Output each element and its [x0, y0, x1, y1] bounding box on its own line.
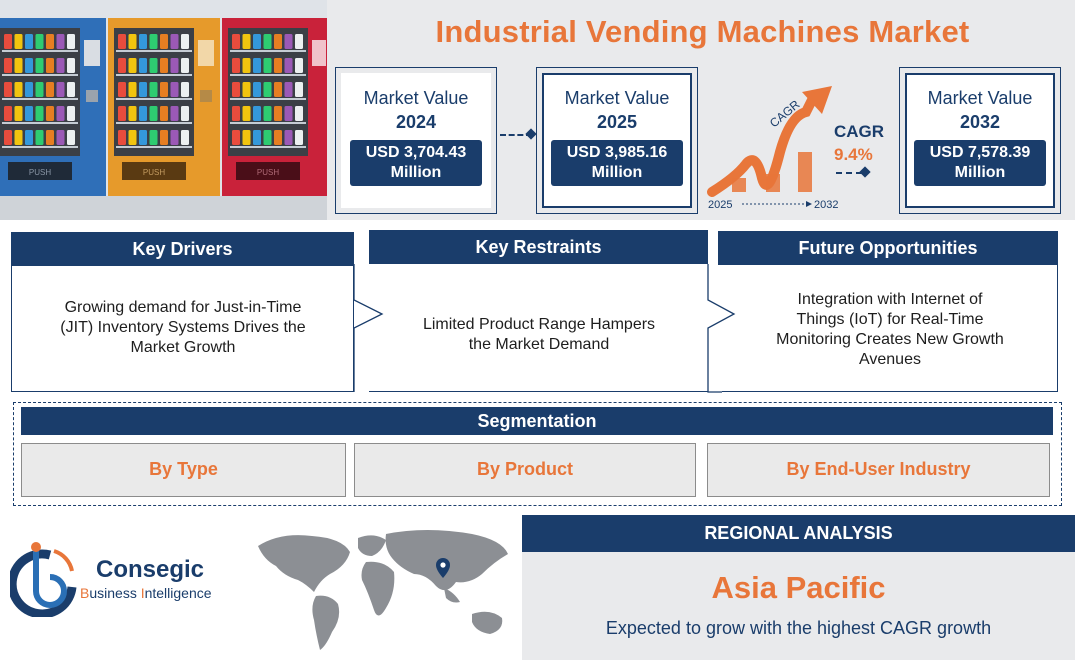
cagr-end-year: 2032 — [814, 199, 838, 211]
key-drivers-box — [11, 266, 354, 392]
key-restraints-heading: Key Restraints — [369, 230, 708, 264]
market-value-card-2025: Market Value 2025 USD 3,985.16 Million — [536, 67, 698, 214]
market-value-amount: USD 3,985.16 Million — [551, 140, 683, 186]
brand-name: Consegic — [96, 556, 205, 583]
market-value-label: Market Value 2025 — [564, 88, 670, 132]
market-value-label: Market Value 2024 — [363, 88, 469, 132]
timeline-connector — [500, 134, 532, 136]
cagr-start-year: 2025 — [708, 199, 732, 211]
segment-by-product[interactable]: By Product — [354, 443, 696, 497]
chevron-separator-icon — [707, 264, 736, 393]
market-value-card-2024: Market Value 2024 USD 3,704.43 Million — [335, 67, 497, 214]
push-label: PUSH — [143, 168, 165, 177]
segment-by-end-user-industry[interactable]: By End-User Industry — [707, 443, 1050, 497]
push-label: PUSH — [29, 168, 51, 177]
chevron-separator-icon — [353, 264, 384, 392]
cagr-connector — [836, 172, 862, 174]
future-opportunities-text: Integration with Internet of Things (IoT… — [776, 291, 1004, 368]
region-description: Expected to grow with the highest CAGR g… — [605, 618, 992, 638]
region-name: Asia Pacific — [711, 570, 886, 605]
push-label: PUSH — [257, 168, 279, 177]
page-title: Industrial Vending Machines Market — [435, 14, 970, 49]
future-opportunities-heading: Future Opportunities — [718, 231, 1058, 265]
future-opportunities-box — [722, 265, 1058, 392]
consegic-logo — [7, 541, 78, 619]
cagr-value: 9.4% — [834, 145, 873, 164]
growth-arrow-icon: CAGR 2025 2032 — [706, 82, 842, 214]
regional-analysis-panel — [522, 552, 1075, 660]
key-restraints-text: Limited Product Range Hampers the Market… — [422, 316, 656, 353]
world-map-icon — [250, 522, 520, 654]
market-value-amount: USD 7,578.39 Million — [914, 140, 1046, 186]
vending-machines-illustration: PUSH PUSH PUSH — [0, 0, 327, 220]
regional-analysis-heading: REGIONAL ANALYSIS — [522, 515, 1075, 552]
key-drivers-text: Growing demand for Just-in-Time (JIT) In… — [60, 299, 306, 356]
location-pin-icon — [436, 558, 450, 578]
brand-tagline: Business Intelligence — [80, 585, 212, 601]
key-restraints-box — [369, 264, 708, 392]
market-value-label: Market Value 2032 — [927, 88, 1033, 132]
cagr-title: CAGR — [834, 122, 885, 141]
market-value-amount: USD 3,704.43 Million — [350, 140, 482, 186]
segmentation-frame — [13, 402, 1062, 506]
segmentation-heading: Segmentation — [21, 407, 1053, 435]
key-drivers-heading: Key Drivers — [11, 232, 354, 266]
segment-by-type[interactable]: By Type — [21, 443, 346, 497]
market-value-card-2032: Market Value 2032 USD 7,578.39 Million — [899, 67, 1061, 214]
